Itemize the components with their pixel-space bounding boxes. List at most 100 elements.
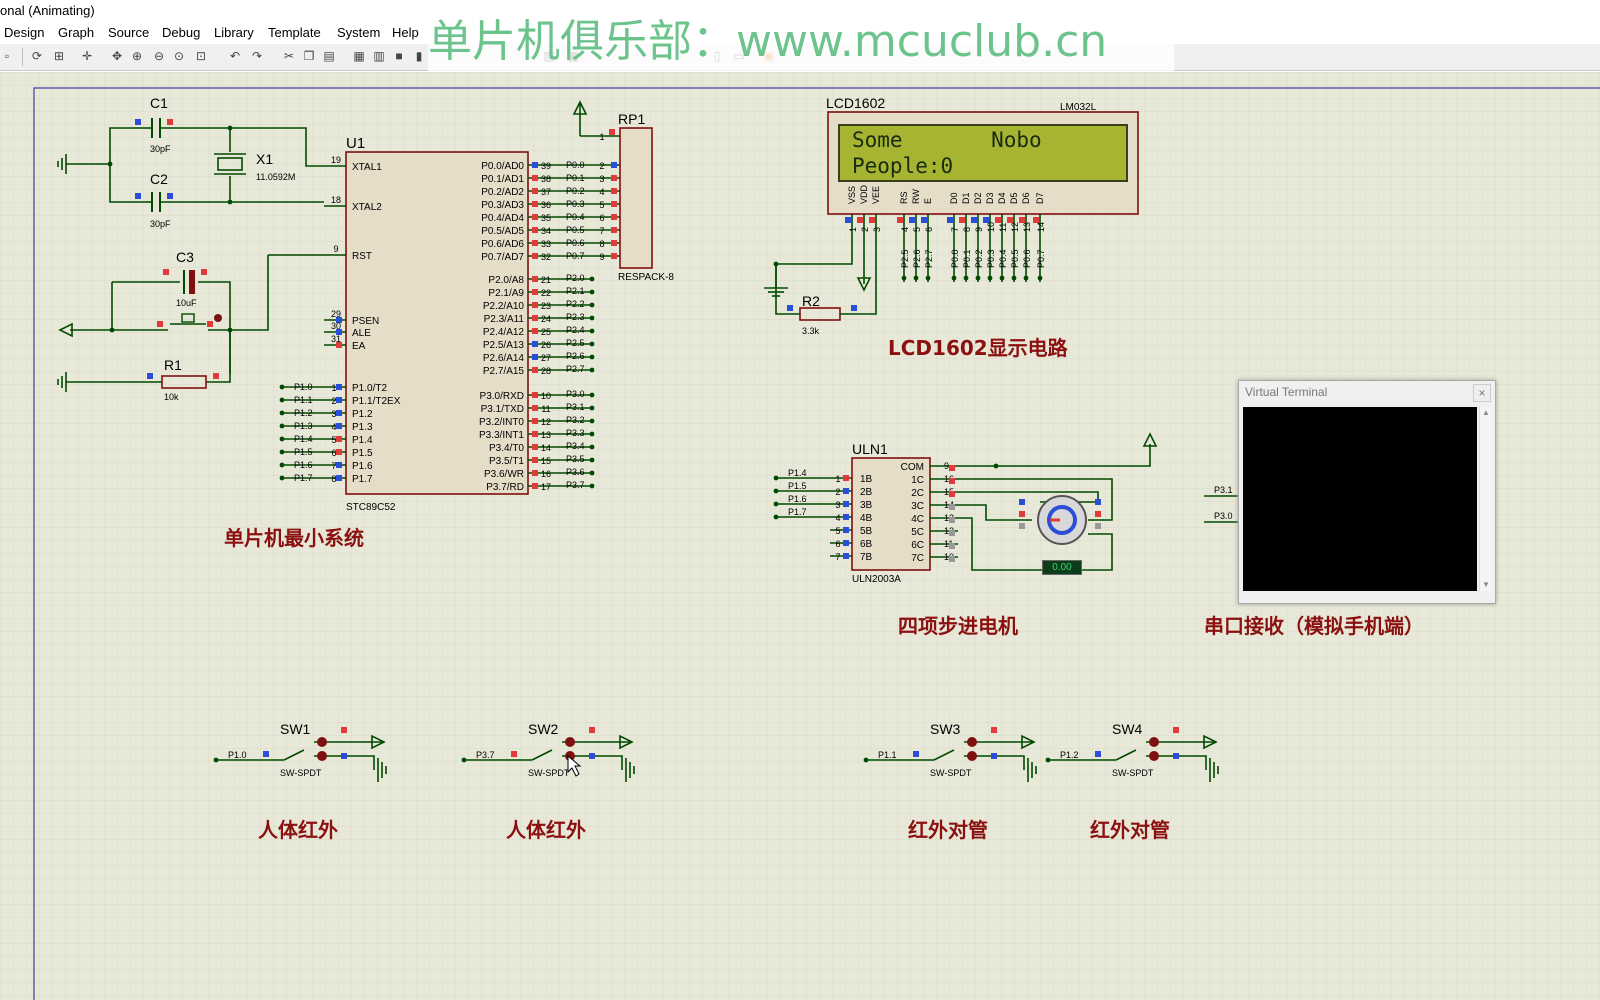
pin-state	[611, 253, 617, 259]
pin-state	[336, 384, 342, 390]
net-label: P0.3	[986, 249, 996, 268]
net-label: P3.2	[566, 415, 585, 425]
virtual-terminal-screen[interactable]	[1243, 407, 1477, 591]
junction	[589, 470, 595, 476]
c2-ref: C2	[150, 171, 168, 187]
mcu-pin-name: P3.7/RD	[486, 482, 524, 493]
junction	[279, 436, 285, 442]
pan-icon[interactable]: ✥	[111, 49, 123, 63]
junction	[951, 275, 957, 281]
junction	[589, 276, 595, 282]
pin-state	[921, 217, 927, 223]
junction	[589, 302, 595, 308]
cut-icon[interactable]: ✂	[283, 49, 295, 63]
block-copy-icon[interactable]: ▦	[353, 49, 365, 63]
menu-source[interactable]: Source	[108, 25, 150, 40]
mcu-pin-number: 2	[331, 396, 336, 406]
switch-ref: SW2	[528, 721, 559, 737]
lcd-pin-number: 13	[1022, 222, 1032, 232]
lcd-pin-number: 5	[912, 227, 922, 232]
pin-state	[609, 129, 615, 135]
pin-state	[843, 527, 849, 533]
uln-pin-name: 4C	[911, 514, 924, 525]
zoom-all-icon[interactable]: ⊙	[173, 49, 185, 63]
pin-state	[949, 543, 955, 549]
uln-pin-name: 7C	[911, 553, 924, 564]
pin-state	[843, 540, 849, 546]
net-label: P1.4	[294, 434, 313, 444]
pin-state	[336, 449, 342, 455]
scroll-up-icon[interactable]: ▲	[1482, 408, 1490, 417]
origin-icon[interactable]: ✛	[81, 49, 93, 63]
uln-pin-name: 2C	[911, 488, 924, 499]
pin-state	[611, 175, 617, 181]
rp1-body	[619, 127, 653, 269]
mcu-pin-number: 13	[541, 430, 551, 440]
pin-state	[532, 470, 538, 476]
menu-help[interactable]: Help	[392, 25, 419, 40]
mcu-pin-name: P2.7/A15	[483, 366, 525, 377]
close-icon[interactable]: ×	[1473, 384, 1491, 402]
paste-icon[interactable]: ▤	[323, 49, 335, 63]
refresh-icon[interactable]: ⟳	[31, 49, 43, 63]
lcd-vee-wire	[840, 242, 877, 315]
menu-debug[interactable]: Debug	[162, 25, 201, 40]
mcu-pin-number: 39	[541, 161, 551, 171]
net-label: P0.0	[566, 160, 585, 170]
undo-icon[interactable]: ↶	[229, 49, 241, 63]
junction	[773, 475, 779, 481]
mcu-pin-number: 38	[541, 174, 551, 184]
menu-template[interactable]: Template	[268, 25, 321, 40]
grid-icon[interactable]: ⊞	[53, 49, 65, 63]
uln-pin-name: 3B	[860, 500, 873, 511]
scroll-down-icon[interactable]: ▼	[1482, 580, 1490, 589]
net-label: P1.4	[788, 468, 807, 478]
mcu-pin-name: P3.2/INT0	[479, 417, 524, 428]
pin-state	[949, 465, 955, 471]
lcd-pin-name: VDD	[859, 184, 869, 204]
switch-model: SW-SPDT	[1112, 768, 1154, 778]
pin-state	[532, 367, 538, 373]
rp1-pin-number: 4	[599, 187, 604, 197]
mcu-pin-number: 35	[541, 213, 551, 223]
zoom-in-icon[interactable]: ⊕	[131, 49, 143, 63]
uln-pin-name: 7B	[860, 552, 873, 563]
pin-state	[589, 753, 595, 759]
zoom-area-icon[interactable]: ⊡	[195, 49, 207, 63]
rp1-pin-number: 2	[599, 161, 604, 171]
pin-state	[167, 193, 173, 199]
net-label: P1.5	[294, 447, 313, 457]
junction	[461, 757, 467, 763]
junction	[109, 327, 115, 333]
switch-indicator	[967, 737, 977, 747]
pin-state	[843, 501, 849, 507]
switch-ground-wire	[562, 755, 623, 770]
net-label: P0.0	[950, 249, 960, 268]
menu-library[interactable]: Library	[214, 25, 254, 40]
virtual-terminal-scrollbar[interactable]: ▲ ▼	[1479, 407, 1492, 591]
save-icon[interactable]: ▫	[4, 49, 10, 63]
r1-value: 10k	[164, 392, 179, 402]
net-label: P2.5	[566, 338, 585, 348]
switch-model: SW-SPDT	[930, 768, 972, 778]
menu-graph[interactable]: Graph	[58, 25, 95, 40]
pin-state	[949, 556, 955, 562]
pin-state	[532, 188, 538, 194]
redo-icon[interactable]: ↷	[251, 49, 263, 63]
block-delete-icon[interactable]: ▮	[415, 49, 423, 63]
virtual-terminal-window[interactable]: Virtual Terminal × ▲ ▼	[1238, 380, 1496, 604]
pin-state	[971, 217, 977, 223]
block-move-icon[interactable]: ▥	[373, 49, 385, 63]
mcu-pin-number: 27	[541, 353, 551, 363]
net-label: P2.7	[566, 364, 585, 374]
mcu-pin-name: P2.1/A9	[488, 288, 524, 299]
zoom-out-icon[interactable]: ⊖	[153, 49, 165, 63]
copy-icon[interactable]: ❐	[303, 49, 315, 63]
menu-system[interactable]: System	[337, 25, 381, 40]
menu-design[interactable]: Design	[4, 25, 45, 40]
block-rotate-icon[interactable]: ■	[395, 49, 403, 63]
pin-state	[532, 341, 538, 347]
mcu-pin-number: 1	[331, 383, 336, 393]
lcd-pin-name: D6	[1021, 192, 1031, 204]
